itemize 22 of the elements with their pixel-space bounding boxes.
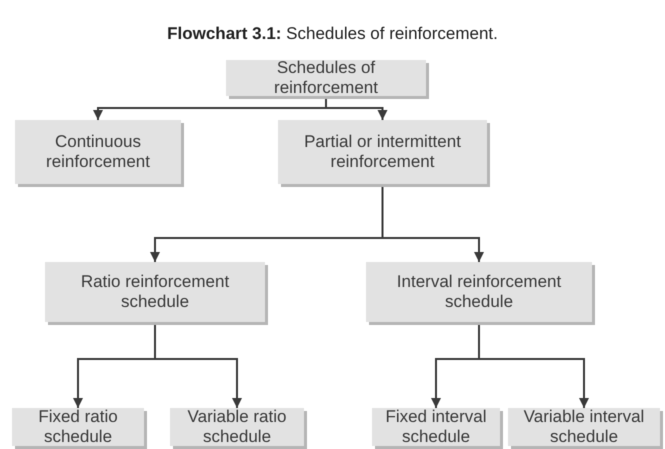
node-label: Fixed interval schedule (384, 407, 488, 447)
node-label: Continuous reinforcement (45, 132, 151, 172)
arrow (325, 99, 388, 120)
process-box (170, 408, 304, 446)
arrow (478, 325, 589, 408)
process-box (372, 408, 500, 446)
process-box (226, 60, 426, 96)
process-box (12, 408, 144, 446)
process-box (366, 262, 592, 322)
node-label: Variable ratio schedule (186, 407, 288, 447)
node-label: Schedules of reinforcement (273, 58, 379, 98)
node-label: Variable interval schedule (522, 407, 646, 447)
process-box (278, 120, 487, 184)
process-box (15, 120, 181, 184)
node-label: Partial or intermittent reinforcement (303, 132, 462, 172)
process-box (45, 262, 265, 322)
node-label: Fixed ratio schedule (37, 407, 119, 447)
arrow (382, 187, 484, 262)
node-label: Ratio reinforcement schedule (80, 272, 230, 312)
process-box (508, 408, 660, 446)
title: Flowchart 3.1: Schedules of reinforcement. (166, 24, 499, 44)
node-label: Interval reinforcement schedule (396, 272, 562, 312)
